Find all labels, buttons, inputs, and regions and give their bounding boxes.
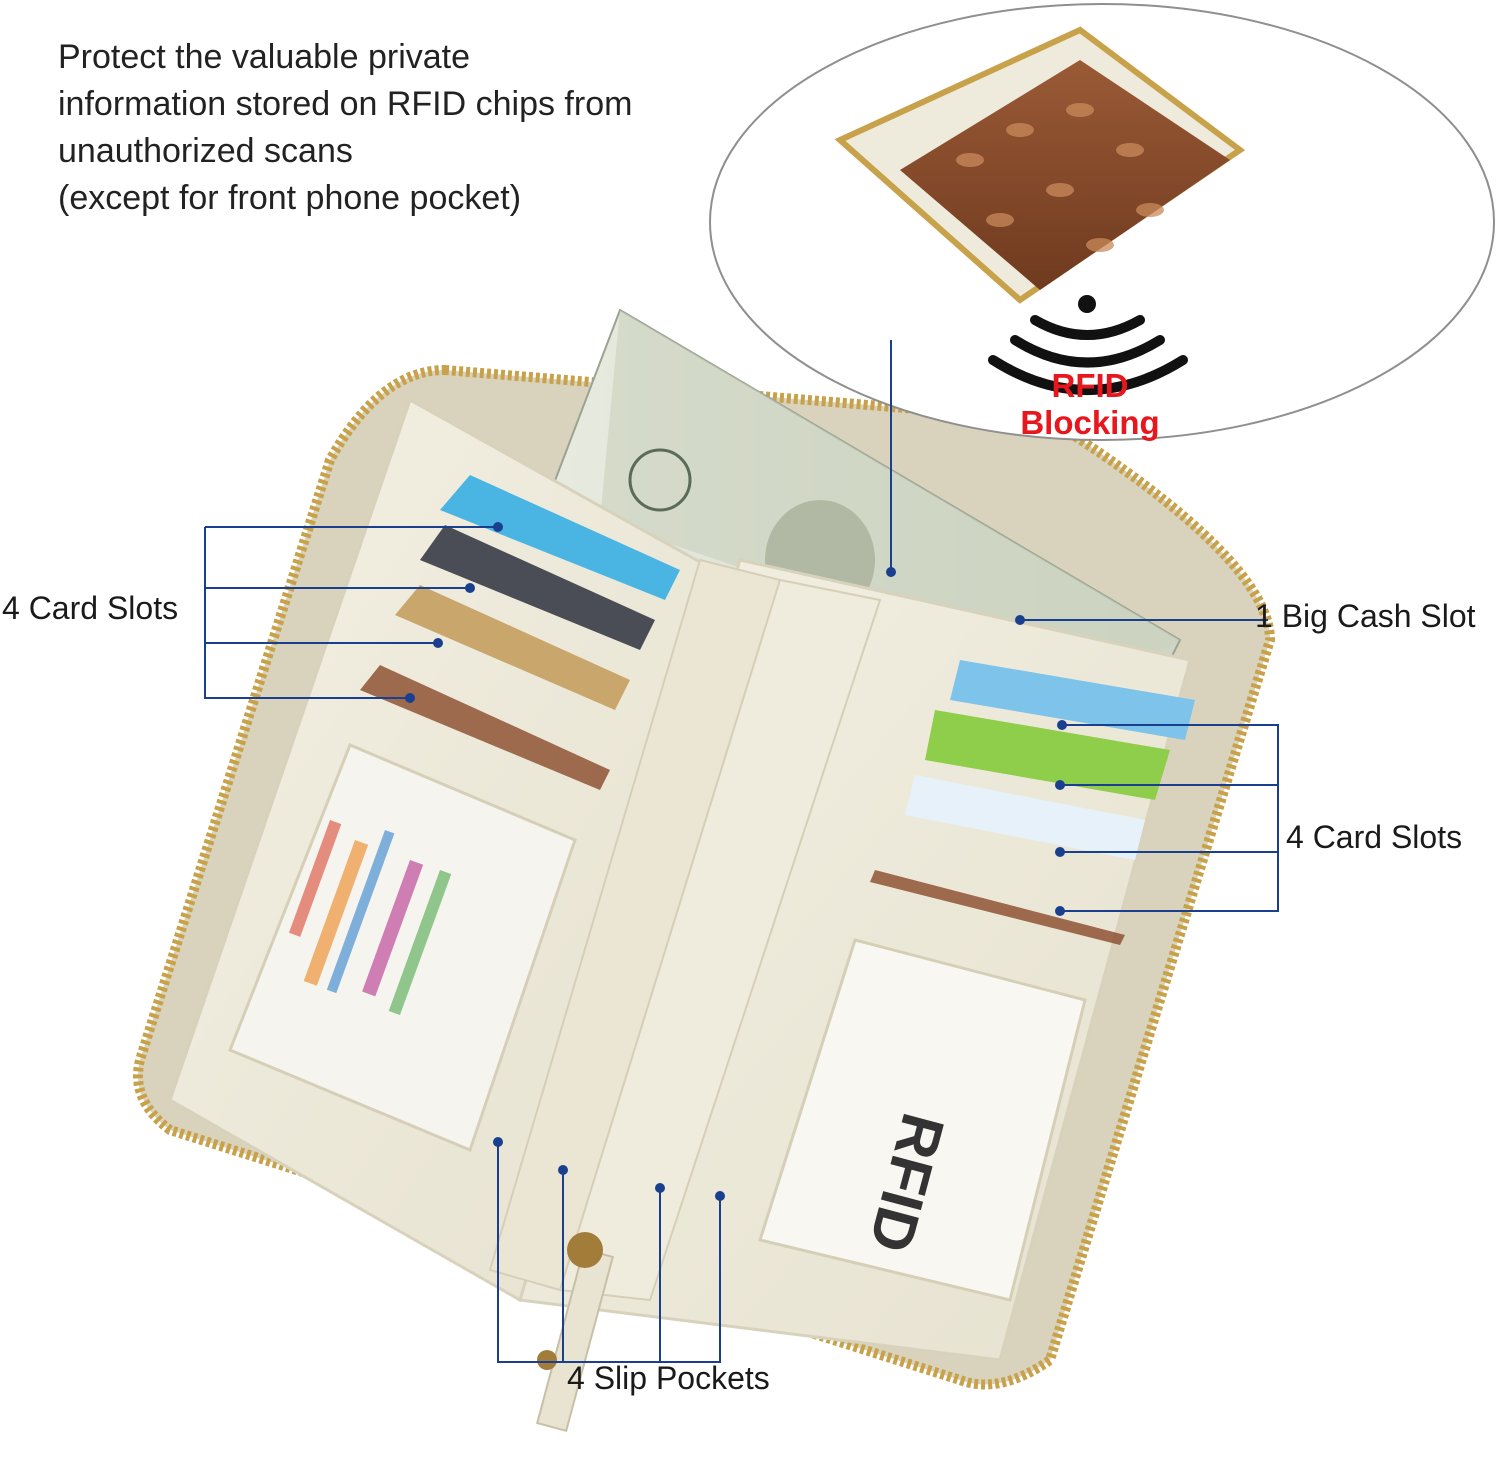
leader-lines [204, 340, 1279, 1363]
right-id-window [758, 938, 1087, 1302]
right-card-slots-label: 4 Card Slots [1286, 819, 1463, 855]
intro-text: Protect the valuable private information… [58, 34, 632, 222]
left-card-slots-label: 4 Card Slots [2, 590, 179, 626]
left-cards [360, 475, 680, 790]
cash-slot-label: 1 Big Cash Slot [1255, 598, 1476, 634]
intro-line: unauthorized scans [58, 132, 353, 170]
rfid-signal-icon [988, 295, 1188, 395]
rfid-inset [709, 3, 1495, 441]
intro-line: Protect the valuable private [58, 38, 471, 76]
leader-dots [405, 522, 1067, 1201]
slip-pockets-label: 4 Slip Pockets [567, 1360, 770, 1396]
intro-line: information stored on RFID chips from [58, 85, 633, 123]
rfid-badge-line2: Blocking [1020, 404, 1160, 441]
intro-line: (except for front phone pocket) [58, 179, 522, 217]
right-cards [870, 660, 1195, 945]
wallet: RFID [133, 308, 1276, 1433]
rfid-badge-line1: RFID [1051, 367, 1129, 404]
left-id-window [228, 743, 577, 1153]
